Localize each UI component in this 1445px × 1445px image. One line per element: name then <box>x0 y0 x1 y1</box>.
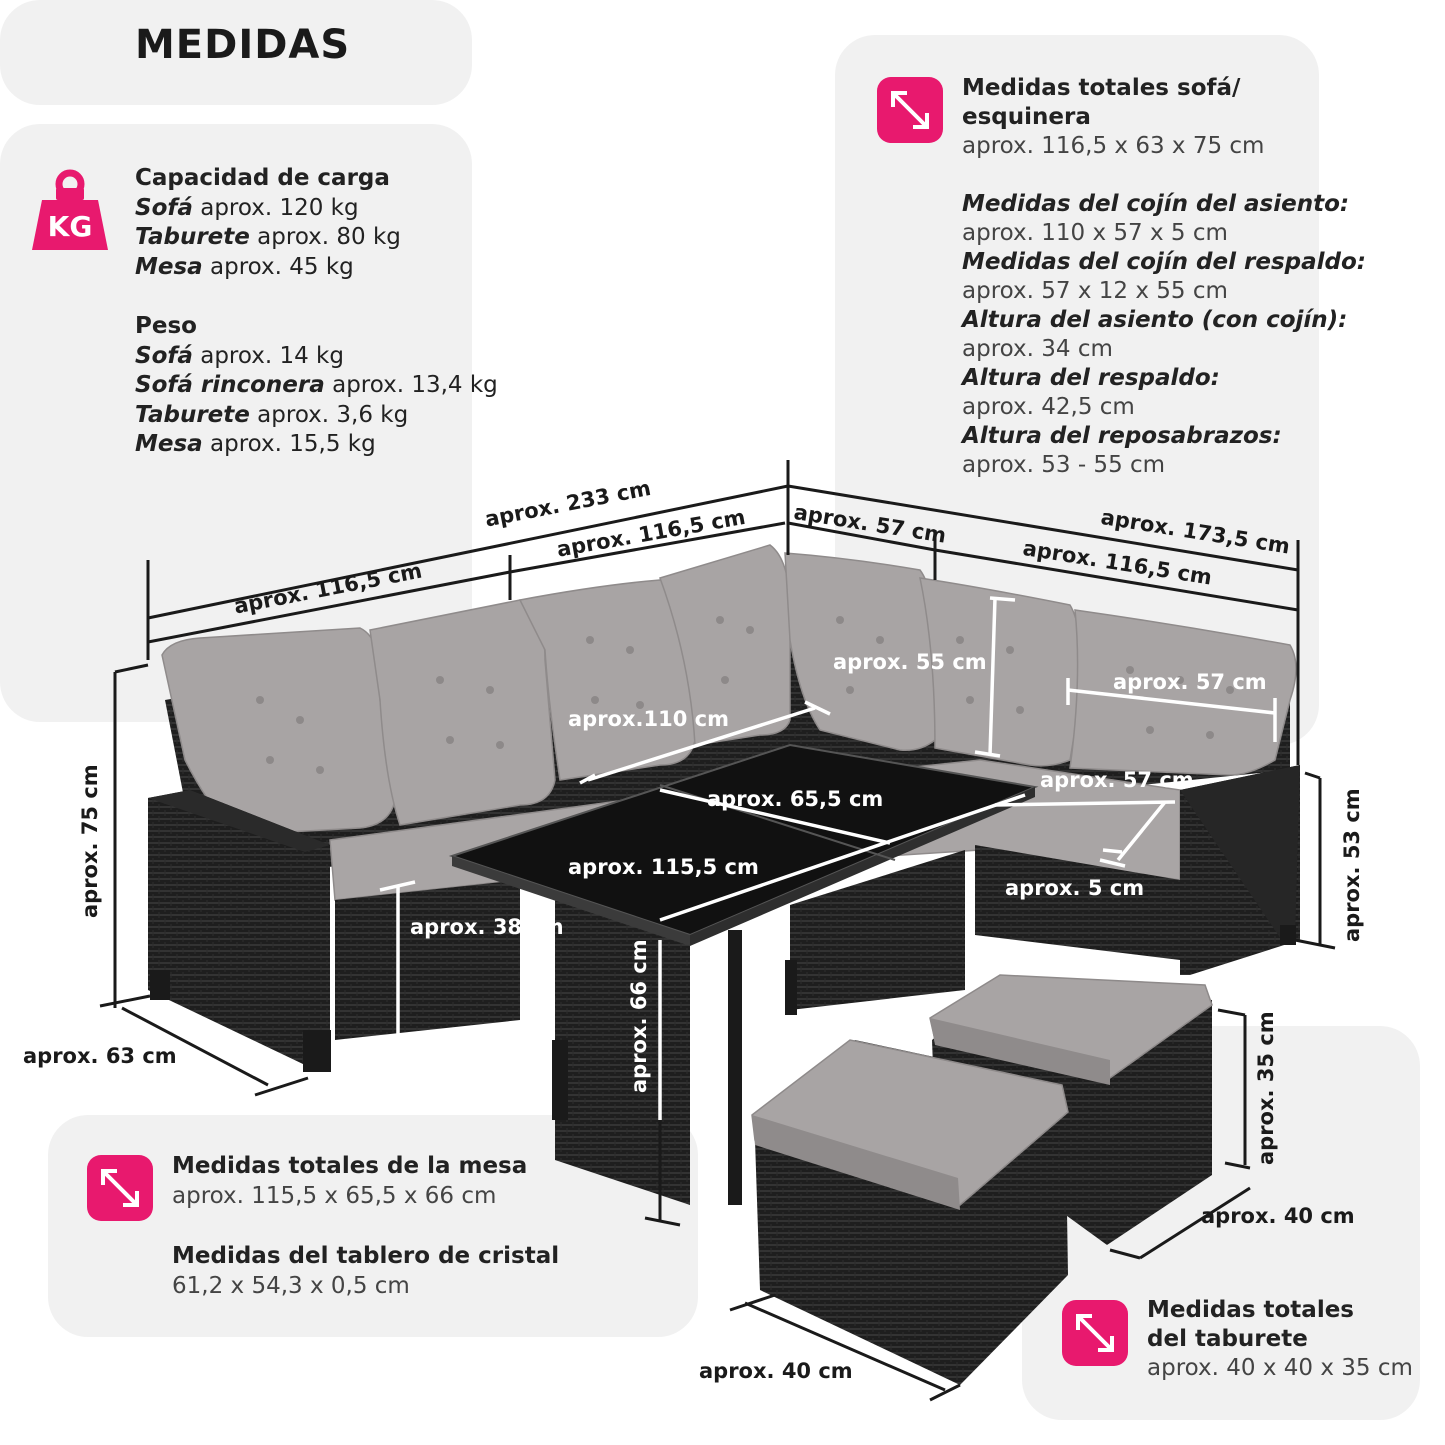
sofa-total-block: Medidas totales sofá/ esquinera aprox. 1… <box>962 74 1264 161</box>
dim-sofa-depth: aprox. 63 cm <box>23 1044 177 1068</box>
diagonal-arrow-icon <box>877 77 943 143</box>
dim-stool-depth: aprox. 40 cm <box>1201 1204 1355 1228</box>
table-total-heading: Medidas totales de la mesa <box>172 1153 528 1179</box>
seat-cushion-label: Medidas del cojín del asiento: <box>962 191 1350 217</box>
sofa-total-value: aprox. 116,5 x 63 x 75 cm <box>962 133 1265 159</box>
kg-icon-text: KG <box>48 210 93 243</box>
weight-value-corner-sofa: aprox. 13,4 kg <box>332 372 498 398</box>
dim-sofa-height: aprox. 75 cm <box>78 764 102 918</box>
sofa-total-heading-1: Medidas totales sofá/ <box>962 75 1241 101</box>
stool-total-value: aprox. 40 x 40 x 35 cm <box>1147 1355 1413 1381</box>
stools <box>751 974 1213 1385</box>
seat-height-value: aprox. 34 cm <box>962 336 1113 362</box>
armrest-height-value: aprox. 53 - 55 cm <box>962 452 1166 478</box>
load-value-stool: aprox. 80 kg <box>257 224 401 250</box>
backrest-height-value: aprox. 42,5 cm <box>962 394 1135 420</box>
weight-heading: Peso <box>135 313 197 339</box>
armrest-height-label: Altura del reposabrazos: <box>962 423 1282 449</box>
load-value-sofa: aprox. 120 kg <box>200 194 359 221</box>
stool-total-block: Medidas totales del taburete aprox. 40 x… <box>1147 1296 1413 1383</box>
dim-stool-height: aprox. 35 cm <box>1254 1011 1278 1165</box>
table-total-block: Medidas totales de la mesa aprox. 115,5 … <box>172 1152 527 1211</box>
back-cushion-value: aprox. 57 x 12 x 55 cm <box>962 278 1228 304</box>
weight-label-table: Mesa <box>135 431 203 457</box>
dim-seat-height: aprox. 38 cm <box>410 915 564 939</box>
dim-table-depth: aprox. 65,5 cm <box>707 787 884 811</box>
table <box>448 743 1039 1205</box>
dim-back-cushion-width: aprox. 57 cm <box>1113 670 1267 694</box>
dim-back-height: aprox. 55 cm <box>833 650 987 674</box>
dim-cushion-thickness: aprox. 5 cm <box>1005 876 1145 900</box>
load-label-stool: Taburete <box>135 224 250 250</box>
dim-seat-depth: aprox. 57 cm <box>1040 768 1194 792</box>
weight-label-sofa: Sofá <box>135 342 193 369</box>
kg-weight-icon: KG <box>32 169 108 250</box>
glass-top-value: 61,2 x 54,3 x 0,5 cm <box>172 1272 410 1299</box>
weight-value-sofa: aprox. 14 kg <box>200 342 344 369</box>
dim-table-height: aprox. 66 cm <box>627 939 651 1093</box>
load-value-table: aprox. 45 kg <box>210 253 354 280</box>
sofa-total-heading-2: esquinera <box>962 104 1091 130</box>
load-capacity-block: Capacidad de carga Sofá aprox. 120 kg Ta… <box>135 164 401 282</box>
stool-total-heading-1: Medidas totales <box>1147 1297 1354 1323</box>
title-panel <box>0 0 472 105</box>
dim-seat-cushion-length: aprox.110 cm <box>568 707 729 731</box>
load-heading: Capacidad de carga <box>135 165 390 191</box>
diagonal-arrow-icon <box>1062 1300 1128 1366</box>
seat-cushion-value: aprox. 110 x 57 x 5 cm <box>962 220 1228 246</box>
sofa-details-block: Medidas del cojín del asiento: aprox. 11… <box>962 190 1366 480</box>
weight-value-table: aprox. 15,5 kg <box>210 431 376 457</box>
stool-total-heading-2: del taburete <box>1147 1326 1308 1352</box>
glass-top-heading: Medidas del tablero de cristal <box>172 1243 560 1269</box>
dim-stool-width: aprox. 40 cm <box>699 1359 853 1383</box>
table-total-value: aprox. 115,5 x 65,5 x 66 cm <box>172 1182 497 1209</box>
page-title: MEDIDAS <box>135 22 351 68</box>
glass-top-block: Medidas del tablero de cristal 61,2 x 54… <box>172 1242 559 1301</box>
diagonal-arrow-icon <box>87 1155 153 1221</box>
weight-label-corner-sofa: Sofá rinconera <box>135 372 325 398</box>
dim-table-length: aprox. 115,5 cm <box>568 855 759 879</box>
weight-value-stool: aprox. 3,6 kg <box>257 401 409 428</box>
backrest-height-label: Altura del respaldo: <box>962 365 1220 391</box>
dim-armrest-height: aprox. 53 cm <box>1340 788 1364 942</box>
weight-block: Peso Sofá aprox. 14 kg Sofá rinconera ap… <box>135 312 498 460</box>
load-label-sofa: Sofá <box>135 194 193 221</box>
load-label-table: Mesa <box>135 253 203 280</box>
weight-label-stool: Taburete <box>135 401 250 428</box>
dimension-lines <box>99 460 1336 1402</box>
seat-height-label: Altura del asiento (con cojín): <box>962 307 1348 333</box>
back-cushion-label: Medidas del cojín del respaldo: <box>962 249 1366 275</box>
